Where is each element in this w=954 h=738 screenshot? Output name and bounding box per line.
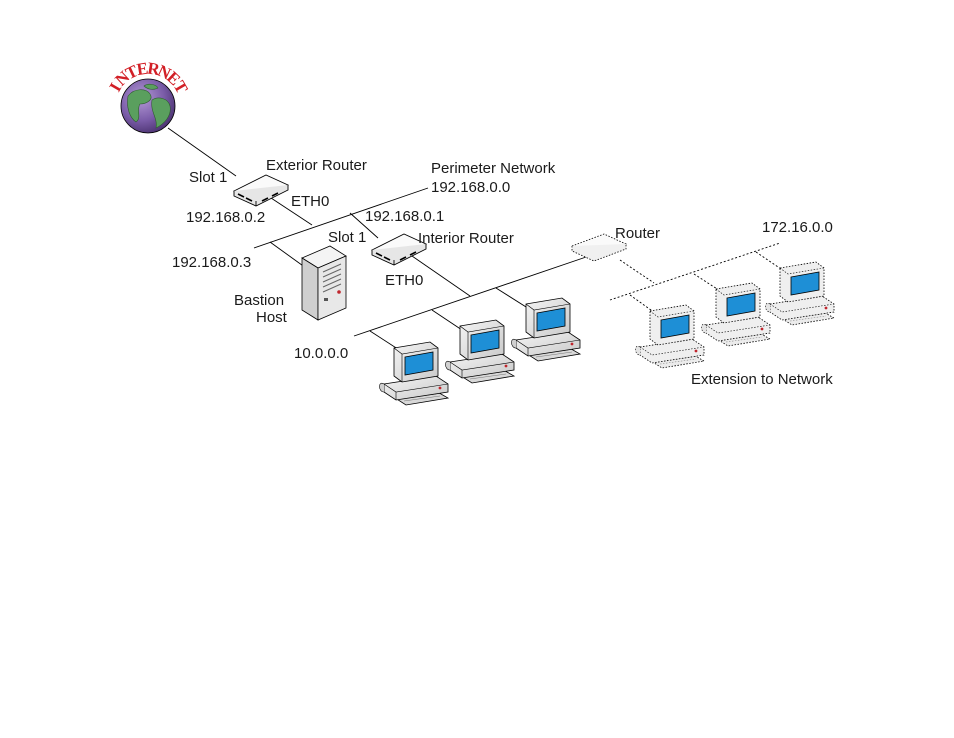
bastion-host-ip: 192.168.0.3 <box>172 254 251 271</box>
interior-router-eth-label: ETH0 <box>385 272 423 289</box>
perimeter-network-title: Perimeter Network <box>431 160 556 177</box>
internal-network-subnet: 10.0.0.0 <box>294 345 348 362</box>
bastion-host-server-icon <box>301 245 347 321</box>
extension-workstation-3-icon <box>765 261 835 326</box>
extension-workstation-3-cable <box>755 251 791 276</box>
internet-globe-icon <box>120 78 176 134</box>
interior-router-slot1-cable <box>349 212 379 239</box>
extension-workstation-2-icon <box>701 282 771 347</box>
extension-router-label: Router <box>615 225 660 242</box>
workstation-2-icon <box>445 319 515 384</box>
perimeter-network-line <box>253 187 429 249</box>
extension-network-line <box>609 242 781 301</box>
exterior-router-slot-label: Slot 1 <box>189 169 227 186</box>
extension-network-subnet: 172.16.0.0 <box>762 219 833 236</box>
bastion-host-title-line2: Host <box>256 309 288 326</box>
perimeter-network-subnet: 192.168.0.0 <box>431 179 510 196</box>
interior-router-slot-label: Slot 1 <box>328 229 366 246</box>
extension-workstation-1-icon <box>635 304 705 369</box>
workstation-3-icon <box>511 297 581 362</box>
internet-letter: E <box>135 59 149 79</box>
internet-uplink-cable <box>167 127 237 177</box>
exterior-router-eth-label: ETH0 <box>291 193 329 210</box>
exterior-router-eth0-cable <box>267 195 313 226</box>
exterior-router-ip: 192.168.0.2 <box>186 209 265 226</box>
extension-router-icon <box>570 233 628 262</box>
interior-router-ip: 192.168.0.1 <box>365 208 444 225</box>
bastion-host-cable <box>269 241 307 269</box>
interior-router-title: Interior Router <box>418 230 514 247</box>
exterior-router-icon <box>233 174 289 207</box>
exterior-router-title: Exterior Router <box>266 157 367 174</box>
interior-router-eth0-cable <box>411 255 471 297</box>
extension-network-title: Extension to Network <box>691 371 833 388</box>
extension-router-cable <box>619 259 655 284</box>
bastion-host-title-line1: Bastion <box>234 292 284 309</box>
internal-network-line <box>353 254 593 337</box>
workstation-1-icon <box>379 341 449 406</box>
internet-letter: R <box>146 59 162 80</box>
